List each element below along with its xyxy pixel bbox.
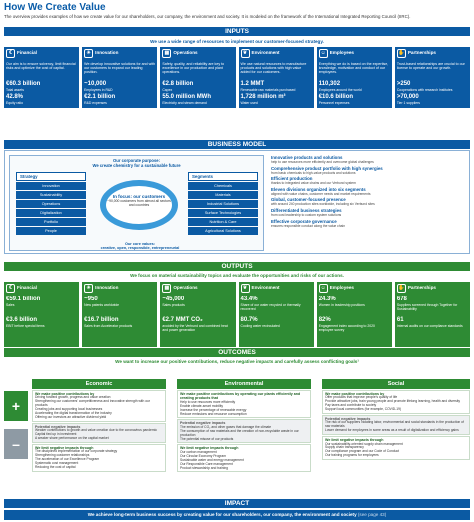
- handshake-icon: ✋: [396, 49, 406, 58]
- core-values: Our core values: creative, open, respons…: [100, 242, 180, 251]
- business-model-diagram: Our corporate purpose: We create chemist…: [9, 155, 264, 251]
- factory-icon: ▦: [162, 284, 172, 293]
- lightbulb-icon: ☀: [84, 49, 94, 58]
- page-title: How We Create Value: [4, 2, 106, 13]
- outcome-header: Social: [322, 379, 470, 389]
- negative-section: Potential negative impacts Weaker contri…: [32, 422, 166, 443]
- page-reference-link[interactable]: (see page 43): [357, 512, 387, 517]
- leaf-icon: ❦: [240, 49, 250, 58]
- segment-item: Industrial Solutions: [188, 200, 258, 208]
- segment-item: Agricultural Solutions: [188, 227, 258, 235]
- business-model-panel: Our corporate purpose: We create chemist…: [4, 150, 470, 254]
- highlight-item: Comprehensive product portfolio with hig…: [271, 165, 383, 175]
- negative-section: Potential negative impacts The risk of o…: [322, 415, 470, 436]
- positive-section: We make positive contributions by Drivin…: [32, 390, 166, 422]
- focus-title: In focus: our customers: [112, 194, 166, 199]
- outputs-band: OUTPUTS: [4, 262, 470, 271]
- positive-section: We make positive contributions by Offer …: [322, 390, 470, 415]
- strategy-column: Strategy Innovation Sustainability Opera…: [16, 172, 86, 235]
- outcome-environmental: Environmental We make positive contribut…: [177, 379, 311, 473]
- lightbulb-icon: ☀: [84, 284, 94, 293]
- outcomes-subtitle: We want to increase our positive contrib…: [4, 358, 470, 366]
- inputs-subtitle: We use a wide range of resources to impl…: [4, 38, 470, 46]
- segments-header: Segments: [188, 172, 258, 181]
- strategy-item: Digitalization: [16, 209, 86, 217]
- input-financial: €Financial Our aim is to ensure solvency…: [4, 47, 80, 108]
- segment-item: Surface Technologies: [188, 209, 258, 217]
- output-innovation: ☀Innovation ~950 New patents worldwide €…: [82, 282, 158, 347]
- purpose-text: We create chemistry for a sustainable fu…: [92, 163, 181, 168]
- input-employees: ☺Employees Everything we do is based on …: [316, 47, 392, 108]
- outcome-header: Economic: [32, 379, 166, 389]
- focus-desc: ~90,000 customers from almost all sector…: [107, 199, 171, 207]
- input-innovation: ☀Innovation We develop innovative soluti…: [82, 47, 158, 108]
- output-operations: ▦Operations ~45,000 Sales products €2.7 …: [160, 282, 236, 347]
- people-icon: ☺: [318, 49, 328, 58]
- mitigation-section: We limit negative impacts through The di…: [32, 443, 166, 472]
- handshake-icon: ✋: [396, 284, 406, 293]
- input-environment: ❦Environment We use natural resources to…: [238, 47, 314, 108]
- impact-statement: We achieve long-term business success by…: [4, 510, 470, 520]
- coins-icon: €: [6, 49, 15, 58]
- segment-item: Materials: [188, 191, 258, 199]
- minus-icon: –: [4, 429, 28, 459]
- mitigation-section: We limit negative impacts through Our su…: [322, 436, 470, 461]
- outcomes-panel: + – Economic We make positive contributi…: [4, 367, 470, 495]
- highlight-item: Eleven divisions organized into six segm…: [271, 186, 371, 196]
- inputs-band: INPUTS: [4, 27, 470, 36]
- output-partnerships: ✋Partnerships 678 Suppliers screened thr…: [394, 282, 471, 347]
- business-model-band: BUSINESS MODEL: [4, 140, 470, 149]
- purpose-label: Our corporate purpose:: [113, 158, 160, 163]
- strategy-item: Innovation: [16, 182, 86, 190]
- coins-icon: €: [6, 284, 15, 293]
- negative-section: Potential negative impacts The emission …: [177, 419, 311, 444]
- outcomes-band: OUTCOMES: [4, 348, 470, 357]
- strategy-item: Portfolio: [16, 218, 86, 226]
- outcome-header: Environmental: [177, 379, 311, 389]
- output-environment: ❦Environment 43.4% Share of our water re…: [238, 282, 314, 347]
- mitigation-section: We limit negative impacts through Our ca…: [177, 444, 311, 473]
- outputs-row: €Financial €59.1 billion Sales €3.6 bill…: [4, 282, 471, 347]
- outcome-social: Social We make positive contributions by…: [322, 379, 470, 461]
- output-financial: €Financial €59.1 billion Sales €3.6 bill…: [4, 282, 80, 347]
- strategy-item: Operations: [16, 200, 86, 208]
- segment-item: Chemicals: [188, 182, 258, 190]
- inputs-row: €Financial Our aim is to ensure solvency…: [4, 47, 471, 108]
- segment-item: Nutrition & Care: [188, 218, 258, 226]
- leaf-icon: ❦: [240, 284, 250, 293]
- page-subtitle: The overview provides examples of how we…: [4, 14, 411, 19]
- customer-focus-circle: In focus: our customers ~90,000 customer…: [100, 180, 178, 230]
- strategy-header: Strategy: [16, 172, 86, 181]
- segments-column: Segments Chemicals Materials Industrial …: [188, 172, 258, 235]
- positive-section: We make positive contributions by operat…: [177, 390, 311, 419]
- input-partnerships: ✋Partnerships Trust-based relationships …: [394, 47, 471, 108]
- factory-icon: ▦: [162, 49, 172, 58]
- output-employees: ☺Employees 24.3% Women in leadership pos…: [316, 282, 392, 347]
- people-icon: ☺: [318, 284, 328, 293]
- outcome-economic: Economic We make positive contributions …: [32, 379, 166, 472]
- impact-band: IMPACT: [4, 499, 470, 508]
- strategy-item: People: [16, 227, 86, 235]
- plus-icon: +: [4, 391, 28, 421]
- outputs-subtitle: We focus on material sustainability topi…: [4, 272, 470, 280]
- strategy-item: Sustainability: [16, 191, 86, 199]
- input-operations: ▦Operations Safety, quality, and reliabi…: [160, 47, 236, 108]
